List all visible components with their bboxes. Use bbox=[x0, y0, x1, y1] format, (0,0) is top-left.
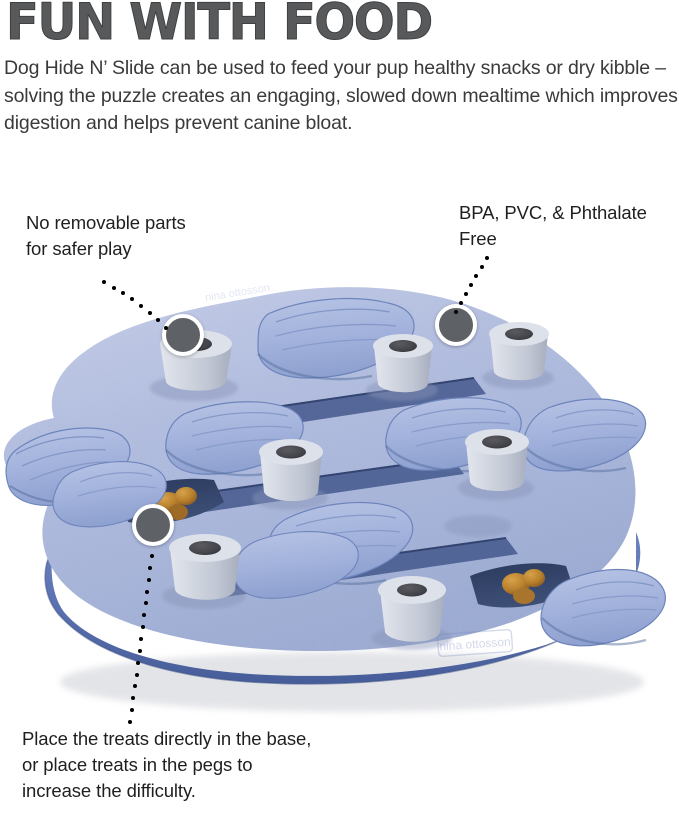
callout-marker-no-removable bbox=[162, 314, 204, 356]
leader-dot bbox=[458, 300, 463, 305]
product-illustration: nina ottosson nina ottosson bbox=[0, 250, 679, 720]
leader-dot bbox=[128, 720, 132, 724]
leader-dot bbox=[142, 613, 147, 618]
brand-emboss: nina ottosson bbox=[436, 629, 514, 657]
leader-dot bbox=[463, 291, 468, 296]
leader-dot bbox=[479, 264, 484, 269]
callout-bpa-pvc-phthalate-free: BPA, PVC, & Phthalate Free bbox=[459, 202, 647, 249]
leader-dot bbox=[131, 696, 136, 701]
peg-8 bbox=[444, 515, 512, 537]
leader-dot bbox=[150, 554, 154, 558]
page-description: Dog Hide N’ Slide can be used to feed yo… bbox=[4, 57, 678, 134]
leader-dot bbox=[136, 660, 141, 665]
peg-6 bbox=[162, 534, 246, 609]
leader-dot bbox=[140, 625, 145, 630]
leader-dot bbox=[132, 684, 137, 689]
peg-7 bbox=[372, 576, 452, 650]
peg-2 bbox=[366, 334, 438, 401]
leader-dot bbox=[139, 637, 144, 642]
leader-dot bbox=[469, 282, 474, 287]
leader-dot bbox=[121, 291, 126, 296]
leader-dot bbox=[111, 285, 116, 290]
callout-marker-place-treats bbox=[132, 504, 174, 546]
leader-dot bbox=[137, 648, 142, 653]
page-title: FUN WITH FOOD bbox=[6, 0, 434, 51]
pegs bbox=[150, 322, 554, 650]
leader-dot bbox=[474, 273, 479, 278]
leader-dot bbox=[130, 297, 135, 302]
leader-dot bbox=[129, 708, 134, 713]
leader-dot bbox=[156, 318, 161, 323]
leader-dot bbox=[148, 565, 153, 570]
leader-dot bbox=[102, 280, 106, 284]
peg-3 bbox=[482, 322, 554, 389]
leader-dot bbox=[134, 672, 139, 677]
slider-fin-4 bbox=[522, 398, 647, 473]
svg-text:nina ottosson: nina ottosson bbox=[439, 635, 511, 654]
leader-dot bbox=[143, 601, 148, 606]
leader-dot bbox=[164, 326, 168, 330]
leader-dot bbox=[139, 303, 144, 308]
leader-dot bbox=[485, 256, 489, 260]
slider-fin-7 bbox=[540, 568, 666, 647]
leader-dot bbox=[146, 577, 151, 582]
leader-dot bbox=[454, 310, 458, 314]
peg-5 bbox=[458, 429, 534, 500]
leader-dot bbox=[148, 310, 153, 315]
callout-no-removable-parts: No removable parts for safer play bbox=[26, 212, 186, 259]
callout-place-treats: Place the treats directly in the base, o… bbox=[22, 728, 312, 801]
leader-dot bbox=[145, 589, 150, 594]
treat-pieces-right bbox=[502, 569, 545, 604]
treat-pieces-left bbox=[155, 487, 197, 520]
peg-4 bbox=[252, 439, 328, 510]
